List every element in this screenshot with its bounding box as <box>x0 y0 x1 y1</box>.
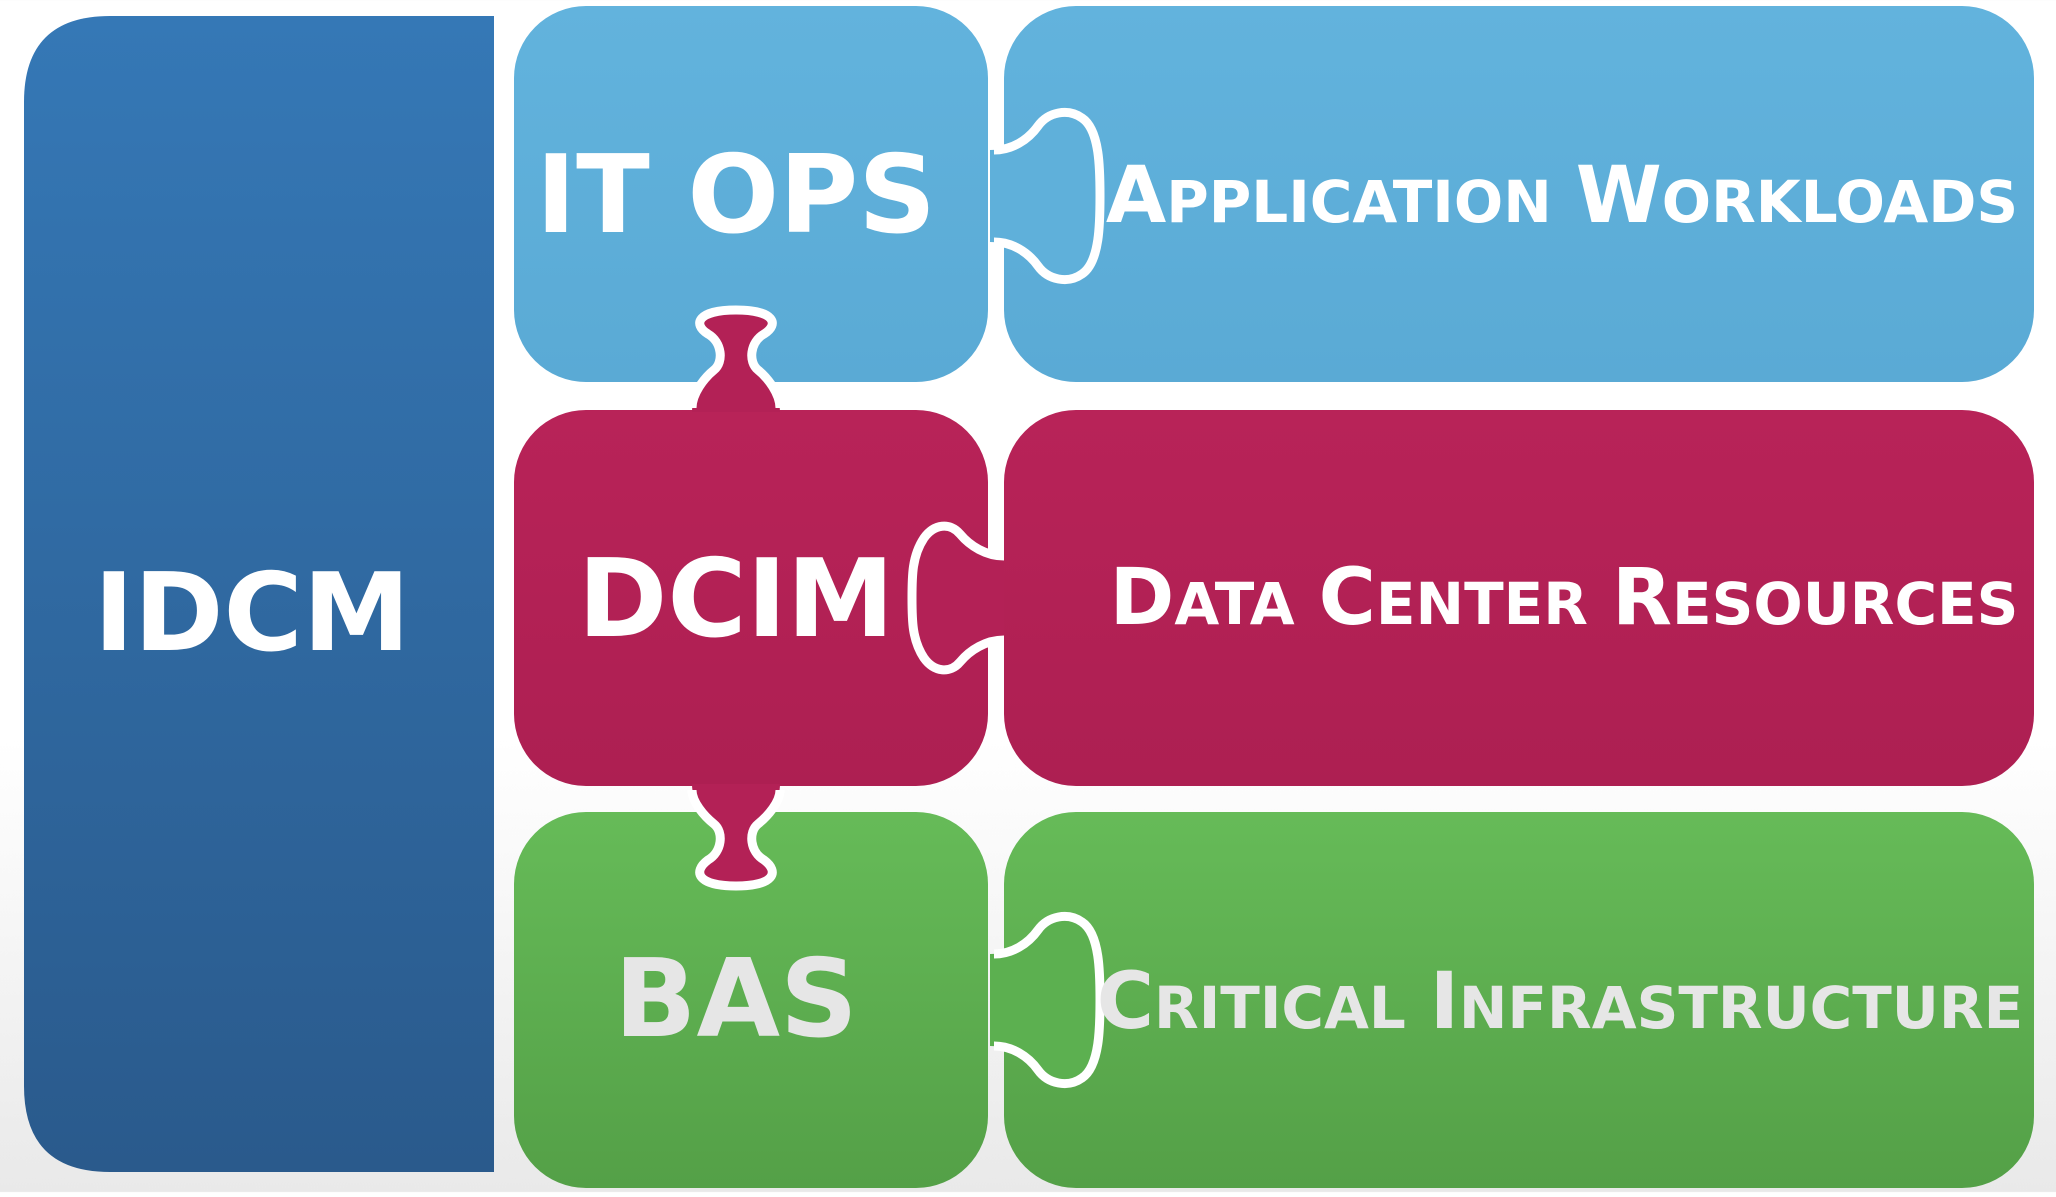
it-ops-label: IT OPS <box>536 133 936 258</box>
puzzle-outline <box>993 107 1105 285</box>
bas-piece <box>514 812 988 1188</box>
puzzle-knob <box>990 916 1100 1084</box>
puzzle-outline <box>907 521 1005 675</box>
puzzle-knob <box>912 526 1004 670</box>
data-center-resources-piece <box>1004 410 2034 786</box>
puzzle-outline <box>993 911 1105 1089</box>
puzzle-knob <box>990 112 1100 280</box>
puzzle-outline <box>687 789 785 891</box>
puzzle-outline <box>687 305 785 409</box>
idcm-bar <box>24 16 494 1172</box>
dcim-piece <box>514 410 988 786</box>
bas-label: BAS <box>614 937 858 1062</box>
dcim-label: DCIM <box>578 537 895 662</box>
application-workloads-piece <box>1004 6 2034 382</box>
idcm-label: IDCM <box>94 551 411 676</box>
it-ops-piece <box>514 6 988 382</box>
critical-infrastructure-piece <box>1004 812 2034 1188</box>
